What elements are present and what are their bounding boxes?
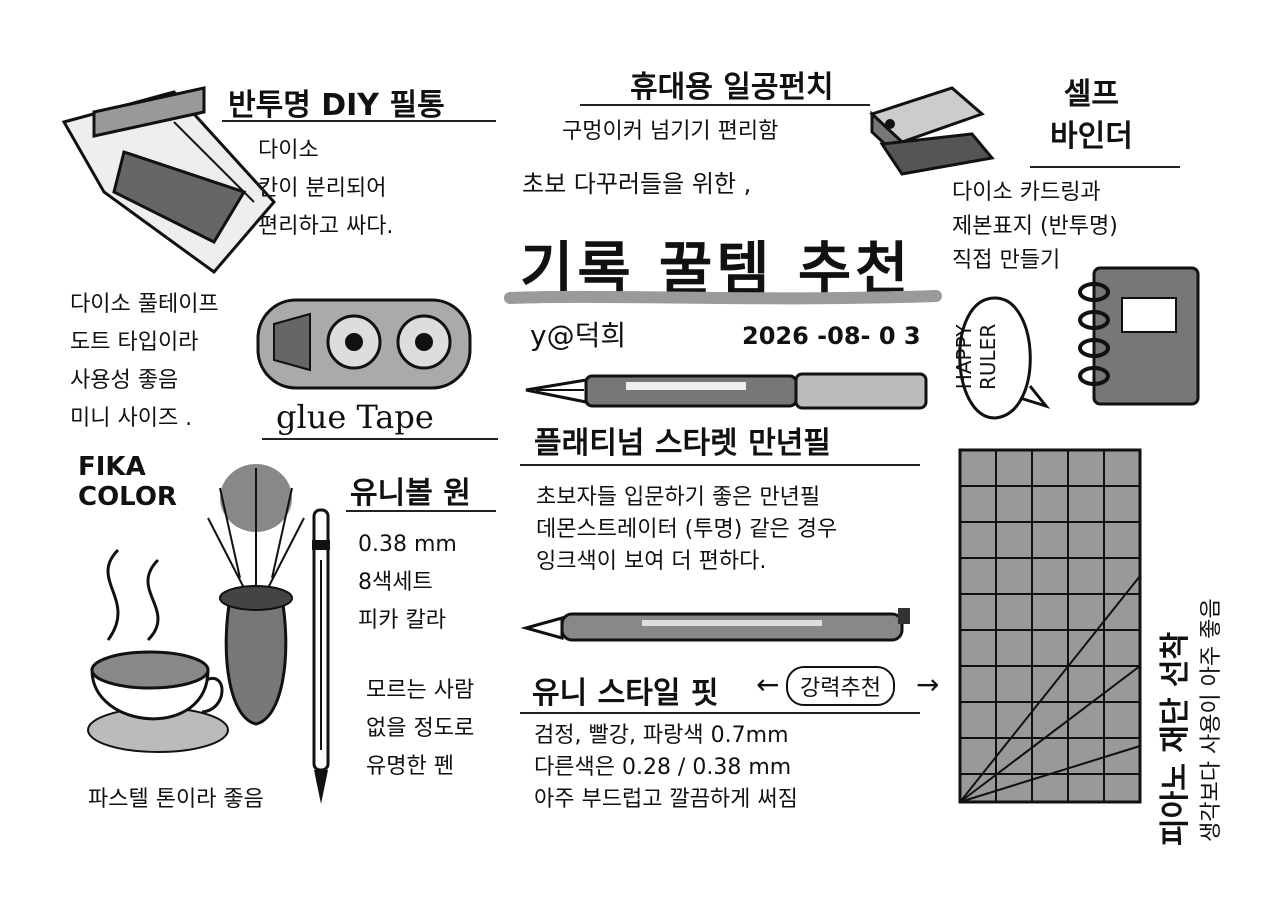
- fika-label: FIKA COLOR: [78, 452, 177, 512]
- binder-title-rule: [1030, 166, 1180, 168]
- title-underline-highlight: [504, 290, 942, 305]
- fountain-title-rule: [520, 464, 920, 466]
- fountain-desc: 초보자들 입문하기 좋은 만년필 데몬스트레이터 (투명) 같은 경우 잉크색이…: [536, 485, 838, 574]
- uniball-specs: 0.38 mm 8색세트 피카 칼라: [358, 532, 457, 633]
- pencase-title: 반투명 DIY 필통: [228, 88, 445, 123]
- fountain-title: 플래티넘 스타렛 만년필: [534, 426, 831, 461]
- author-handle: y@덕희: [530, 319, 627, 352]
- fountain-pen-icon: [525, 372, 928, 410]
- glue-tape-icon: [256, 298, 472, 390]
- pencase-desc: 다이소 칸이 분리되어 편리하고 싸다.: [258, 138, 394, 239]
- binder-desc: 다이소 카드링과 제본표지 (반투명) 직접 만들기: [952, 180, 1118, 273]
- punch-desc: 구멍이커 넘기기 편리함: [562, 119, 779, 144]
- uniball-note: 모르는 사람 없을 정도로 유명한 펜: [366, 678, 475, 779]
- multi-pen-icon: [520, 608, 910, 642]
- gluetape-desc: 다이소 풀테이프 도트 타입이라 사용성 좋음 미니 사이즈 .: [70, 292, 219, 431]
- unistyle-title: 유니 스타일 핏: [532, 676, 719, 711]
- unistyle-badge: 강력추천: [786, 666, 895, 706]
- gluetape-label-rule: [262, 438, 498, 440]
- pencil-case-icon: [61, 86, 277, 275]
- unistyle-arrow-right: →: [916, 668, 940, 701]
- date-label: 2026 -08- 0 3: [742, 322, 921, 350]
- binder-title: 셀프 바인더: [1050, 77, 1133, 154]
- unistyle-arrow-left: ←: [756, 668, 780, 701]
- unistyle-title-rule: [520, 712, 920, 714]
- hole-punch-icon: [869, 86, 995, 176]
- binder-notebook-icon: [1078, 266, 1200, 406]
- ballpoint-pen-icon: [312, 508, 330, 804]
- speech-bubble: [958, 296, 1051, 420]
- grid-ruler-icon: [958, 448, 1142, 804]
- coffee-cup-icon: [87, 548, 229, 753]
- unistyle-desc: 검정, 빨강, 파랑색 0.7mm 다른색은 0.28 / 0.38 mm 아주…: [534, 723, 798, 812]
- uniball-title-rule: [346, 510, 496, 512]
- brush-bouquet-icon: [207, 464, 305, 726]
- gluetape-label: glue Tape: [276, 398, 434, 436]
- punch-title-rule: [580, 104, 870, 106]
- ruler-title: 피아노 재단 선착: [1158, 631, 1193, 846]
- ruler-bubble-text: HAPPY RULER: [952, 323, 1000, 390]
- center-subtitle: 초보 다꾸러들을 위한 ,: [522, 170, 752, 198]
- ruler-desc: 생각보다 사용이 아주 좋음: [1199, 598, 1224, 842]
- uniball-title: 유니볼 원: [350, 476, 471, 511]
- punch-title: 휴대용 일공펀치: [630, 70, 834, 105]
- pencase-title-rule: [222, 120, 496, 122]
- fika-caption: 파스텔 톤이라 좋음: [88, 787, 264, 812]
